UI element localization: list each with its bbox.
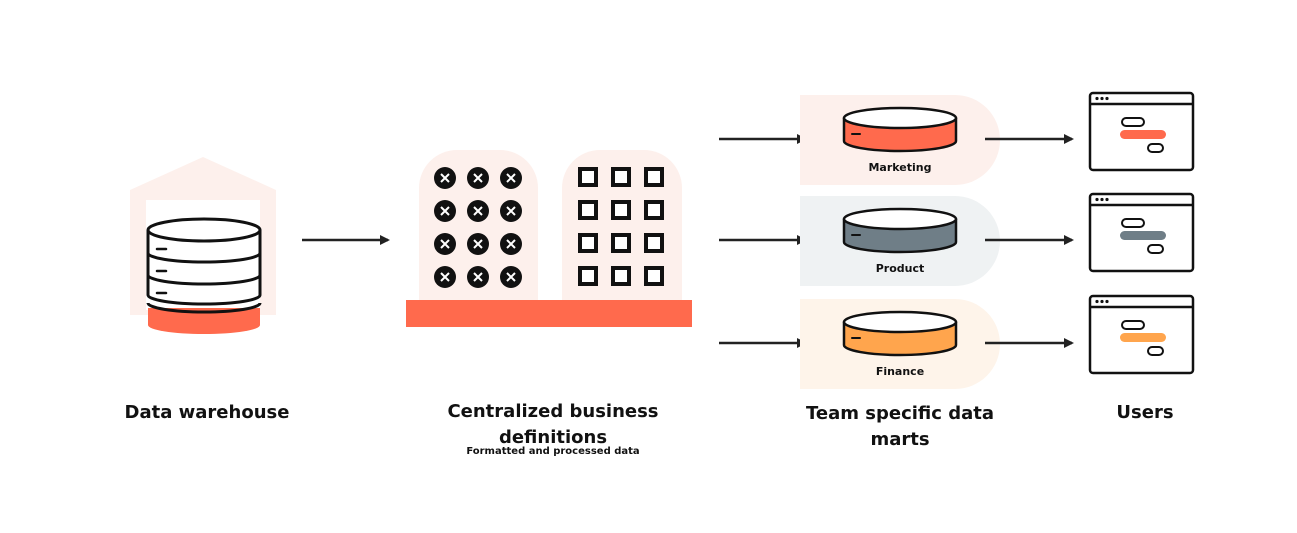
round-marker-icon bbox=[500, 200, 522, 222]
round-marker-icon bbox=[467, 266, 489, 288]
mart-marketing-panel bbox=[800, 95, 1000, 185]
user-window-icon bbox=[1088, 294, 1195, 375]
mart-label-marketing: Marketing bbox=[868, 161, 932, 174]
round-marker-icon bbox=[434, 167, 456, 189]
user-window-icon bbox=[1088, 91, 1195, 172]
definitions-sublabel: Formatted and processed data bbox=[466, 446, 640, 457]
mart-label-product: Product bbox=[875, 262, 925, 275]
database-cylinder-icon bbox=[842, 310, 958, 357]
round-marker-icon bbox=[467, 233, 489, 255]
square-marker-icon bbox=[578, 233, 598, 253]
square-marker-icon bbox=[578, 200, 598, 220]
users-label: Users bbox=[1116, 402, 1174, 423]
square-marker-icon bbox=[578, 266, 598, 286]
round-marker-icon bbox=[467, 167, 489, 189]
round-marker-icon bbox=[500, 167, 522, 189]
square-marker-icon bbox=[644, 233, 664, 253]
round-marker-icon bbox=[500, 266, 522, 288]
database-cylinder-icon bbox=[842, 106, 958, 153]
mart-label-finance: Finance bbox=[875, 365, 925, 378]
mart-product-panel bbox=[800, 196, 1000, 286]
data-marts-label: Team specific data marts bbox=[806, 403, 994, 450]
round-marker-icon bbox=[500, 233, 522, 255]
business-definitions-icon bbox=[406, 150, 692, 327]
square-marker-icon bbox=[611, 200, 631, 220]
round-marker-icon bbox=[434, 200, 456, 222]
square-marker-icon bbox=[644, 167, 664, 187]
round-marker-icon bbox=[434, 233, 456, 255]
square-marker-icon bbox=[611, 167, 631, 187]
square-marker-icon bbox=[611, 266, 631, 286]
user-window-icon bbox=[1088, 192, 1195, 273]
mart-finance-panel bbox=[800, 299, 1000, 389]
definitions-label: Centralized business definitions bbox=[447, 401, 659, 448]
round-marker-icon bbox=[434, 266, 456, 288]
data-warehouse-icon bbox=[130, 157, 276, 334]
square-marker-icon bbox=[611, 233, 631, 253]
database-cylinder-icon bbox=[842, 207, 958, 254]
square-marker-icon bbox=[644, 200, 664, 220]
round-marker-icon bbox=[467, 200, 489, 222]
data-warehouse-label: Data warehouse bbox=[124, 402, 290, 423]
square-marker-icon bbox=[644, 266, 664, 286]
square-marker-icon bbox=[578, 167, 598, 187]
